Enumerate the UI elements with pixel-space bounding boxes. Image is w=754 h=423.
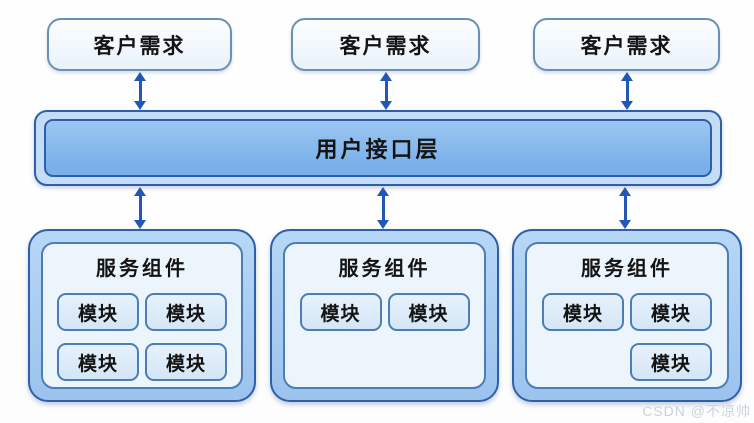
module-box: 模块 bbox=[57, 293, 139, 331]
double-arrow-icon-top-3 bbox=[620, 72, 634, 110]
double-arrow-icon-top-2 bbox=[379, 72, 393, 110]
arrowhead-down-icon bbox=[134, 101, 146, 110]
module-box: 模块 bbox=[299, 293, 382, 331]
arrowhead-down-icon bbox=[619, 220, 631, 229]
module-box: 模块 bbox=[387, 293, 470, 331]
client-requirement-box-2: 客户需求 bbox=[291, 18, 480, 71]
module-box: 模块 bbox=[542, 293, 624, 331]
double-arrow-icon-bottom-1 bbox=[133, 187, 147, 229]
watermark-text: CSDN @不凉帅 bbox=[642, 403, 751, 419]
double-arrow-icon-bottom-2 bbox=[376, 187, 390, 229]
arrow-stem bbox=[623, 196, 627, 220]
arrow-stem bbox=[138, 196, 142, 220]
arrowhead-down-icon bbox=[621, 101, 633, 110]
module-label: 模块 bbox=[165, 353, 206, 375]
arrowhead-down-icon bbox=[134, 220, 146, 229]
arrowhead-up-icon bbox=[619, 187, 631, 196]
arrowhead-up-icon bbox=[377, 187, 389, 196]
service-component-container-2: 服务组件 模块 模块 bbox=[270, 229, 499, 402]
client-requirement-box-1: 客户需求 bbox=[47, 18, 232, 71]
client-requirement-label-3: 客户需求 bbox=[580, 34, 673, 58]
module-label: 模块 bbox=[165, 303, 206, 325]
client-requirement-box-3: 客户需求 bbox=[533, 18, 720, 71]
module-label: 模块 bbox=[650, 303, 691, 325]
service-component-title-2: 服务组件 bbox=[338, 258, 431, 280]
module-label: 模块 bbox=[77, 303, 118, 325]
module-label: 模块 bbox=[562, 303, 603, 325]
arrowhead-up-icon bbox=[621, 72, 633, 81]
service-component-container-1: 服务组件 模块 模块 模块 模块 bbox=[28, 229, 256, 402]
service-component-inner-1: 服务组件 模块 模块 模块 模块 bbox=[41, 242, 243, 389]
arrowhead-up-icon bbox=[134, 187, 146, 196]
module-box: 模块 bbox=[630, 343, 712, 381]
module-row: 模块 模块 bbox=[536, 293, 718, 331]
arrow-stem bbox=[625, 81, 629, 101]
module-row: 模块 模块 bbox=[51, 343, 233, 381]
arrowhead-down-icon bbox=[380, 101, 392, 110]
client-requirement-label-1: 客户需求 bbox=[93, 34, 186, 58]
module-label: 模块 bbox=[320, 303, 361, 325]
service-component-title-1: 服务组件 bbox=[96, 258, 188, 280]
module-row: 模块 模块 bbox=[294, 293, 476, 331]
module-box: 模块 bbox=[57, 343, 139, 381]
module-row: 模块 bbox=[536, 343, 718, 381]
arrowhead-up-icon bbox=[134, 72, 146, 81]
module-row: 模块 模块 bbox=[51, 293, 233, 331]
arrowhead-down-icon bbox=[377, 220, 389, 229]
service-component-inner-3: 服务组件 模块 模块 模块 bbox=[525, 242, 729, 389]
module-box: 模块 bbox=[145, 343, 227, 381]
arrow-stem bbox=[138, 81, 142, 101]
double-arrow-icon-bottom-3 bbox=[618, 187, 632, 229]
module-box: 模块 bbox=[145, 293, 227, 331]
arrow-stem bbox=[384, 81, 388, 101]
client-requirement-label-2: 客户需求 bbox=[339, 34, 432, 58]
arrow-stem bbox=[381, 196, 385, 220]
module-box: 模块 bbox=[630, 293, 712, 331]
interface-layer-label: 用户接口层 bbox=[315, 137, 441, 162]
arrowhead-up-icon bbox=[380, 72, 392, 81]
service-component-title-3: 服务组件 bbox=[581, 258, 673, 280]
interface-layer-inner: 用户接口层 bbox=[44, 119, 712, 177]
service-component-container-3: 服务组件 模块 模块 模块 bbox=[512, 229, 742, 402]
module-label: 模块 bbox=[408, 303, 449, 325]
service-component-inner-2: 服务组件 模块 模块 bbox=[283, 242, 486, 389]
module-label: 模块 bbox=[650, 353, 691, 375]
interface-layer-bar: 用户接口层 bbox=[34, 110, 722, 186]
double-arrow-icon-top-1 bbox=[133, 72, 147, 110]
module-label: 模块 bbox=[77, 353, 118, 375]
